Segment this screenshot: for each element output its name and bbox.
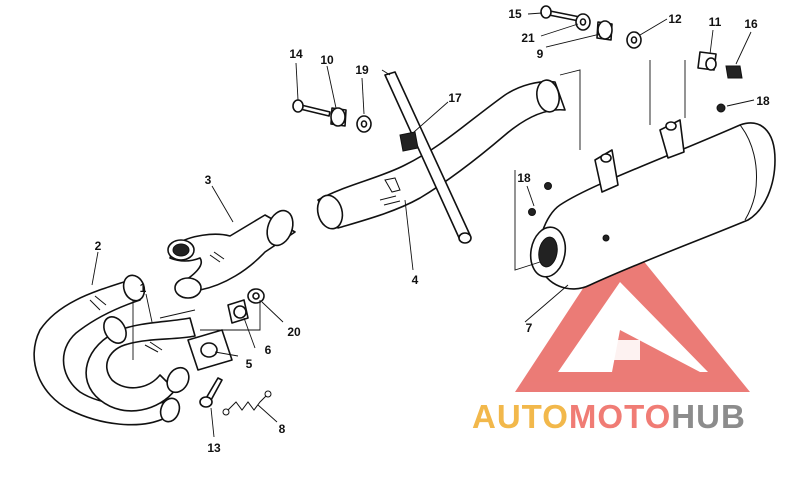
part-20-washer: [247, 288, 265, 304]
callout-9: 9: [537, 47, 544, 61]
watermark-wordmark: AUTOMOTOHUB: [472, 398, 746, 435]
part-10-spacer: [330, 107, 347, 127]
leader-lines: [91, 12, 755, 438]
part-15-bolt: [540, 5, 581, 22]
watermark-word-auto: AUTO: [472, 398, 569, 435]
callout-16: 16: [744, 17, 758, 31]
callout-12: 12: [668, 12, 682, 26]
hanger-strap: [381, 69, 472, 244]
callout-4: 4: [412, 273, 419, 287]
watermark-word-moto: MOTO: [569, 398, 671, 435]
part-19-washer: [356, 115, 372, 133]
callout-19: 19: [355, 63, 369, 77]
part-7-muffler: [529, 119, 776, 290]
assembly-guide-lines: [132, 60, 686, 360]
callout-8: 8: [279, 422, 286, 436]
callout-20: 20: [287, 325, 301, 339]
part-11-bolt: [697, 51, 717, 71]
callout-14: 14: [289, 47, 303, 61]
callout-6: 6: [265, 343, 272, 357]
part-2-header-pipe: [33, 274, 181, 426]
part-1-header-pipe: [85, 316, 196, 412]
callout-18-lower: 18: [517, 171, 531, 185]
part-4-mid-pipe: [316, 79, 566, 230]
callout-11: 11: [709, 15, 722, 29]
callout-labels: 1 2 3 4 5 6 7 8 9 10 11 12 13 14 15 16 1…: [95, 7, 770, 455]
part-9-spacer: [596, 20, 613, 41]
part-16-nut: [725, 65, 743, 79]
callout-15: 15: [508, 7, 522, 21]
part-14-bolt: [292, 99, 331, 117]
callout-2: 2: [95, 239, 102, 253]
watermark-word-hub: HUB: [671, 398, 746, 435]
part-18-screw-upper: [716, 103, 726, 113]
callout-17: 17: [448, 91, 462, 105]
part-6-nut: [227, 299, 249, 324]
watermark-triangle-icon: [515, 232, 750, 392]
callout-10: 10: [320, 53, 334, 67]
callout-5: 5: [246, 357, 253, 371]
callout-21: 21: [521, 31, 535, 45]
part-12-washer: [626, 31, 642, 49]
watermark-inner-mark: [580, 300, 640, 360]
part-8-spring: [222, 390, 272, 416]
part-17-bracket: [399, 131, 419, 152]
part-5-gasket-plate: [187, 329, 233, 371]
part-18-screws-lower: [528, 182, 552, 216]
svg-text:AUTOMOTOHUB: AUTOMOTOHUB: [472, 398, 746, 435]
callout-18-upper: 18: [756, 94, 770, 108]
callout-7: 7: [526, 321, 533, 335]
part-13-bolt: [199, 377, 223, 408]
callout-13: 13: [207, 441, 221, 455]
callout-1: 1: [140, 281, 147, 295]
part-3-collector: [167, 209, 296, 299]
watermark-logo: [515, 232, 750, 392]
part-21-washer: [575, 13, 591, 31]
callout-3: 3: [205, 173, 212, 187]
